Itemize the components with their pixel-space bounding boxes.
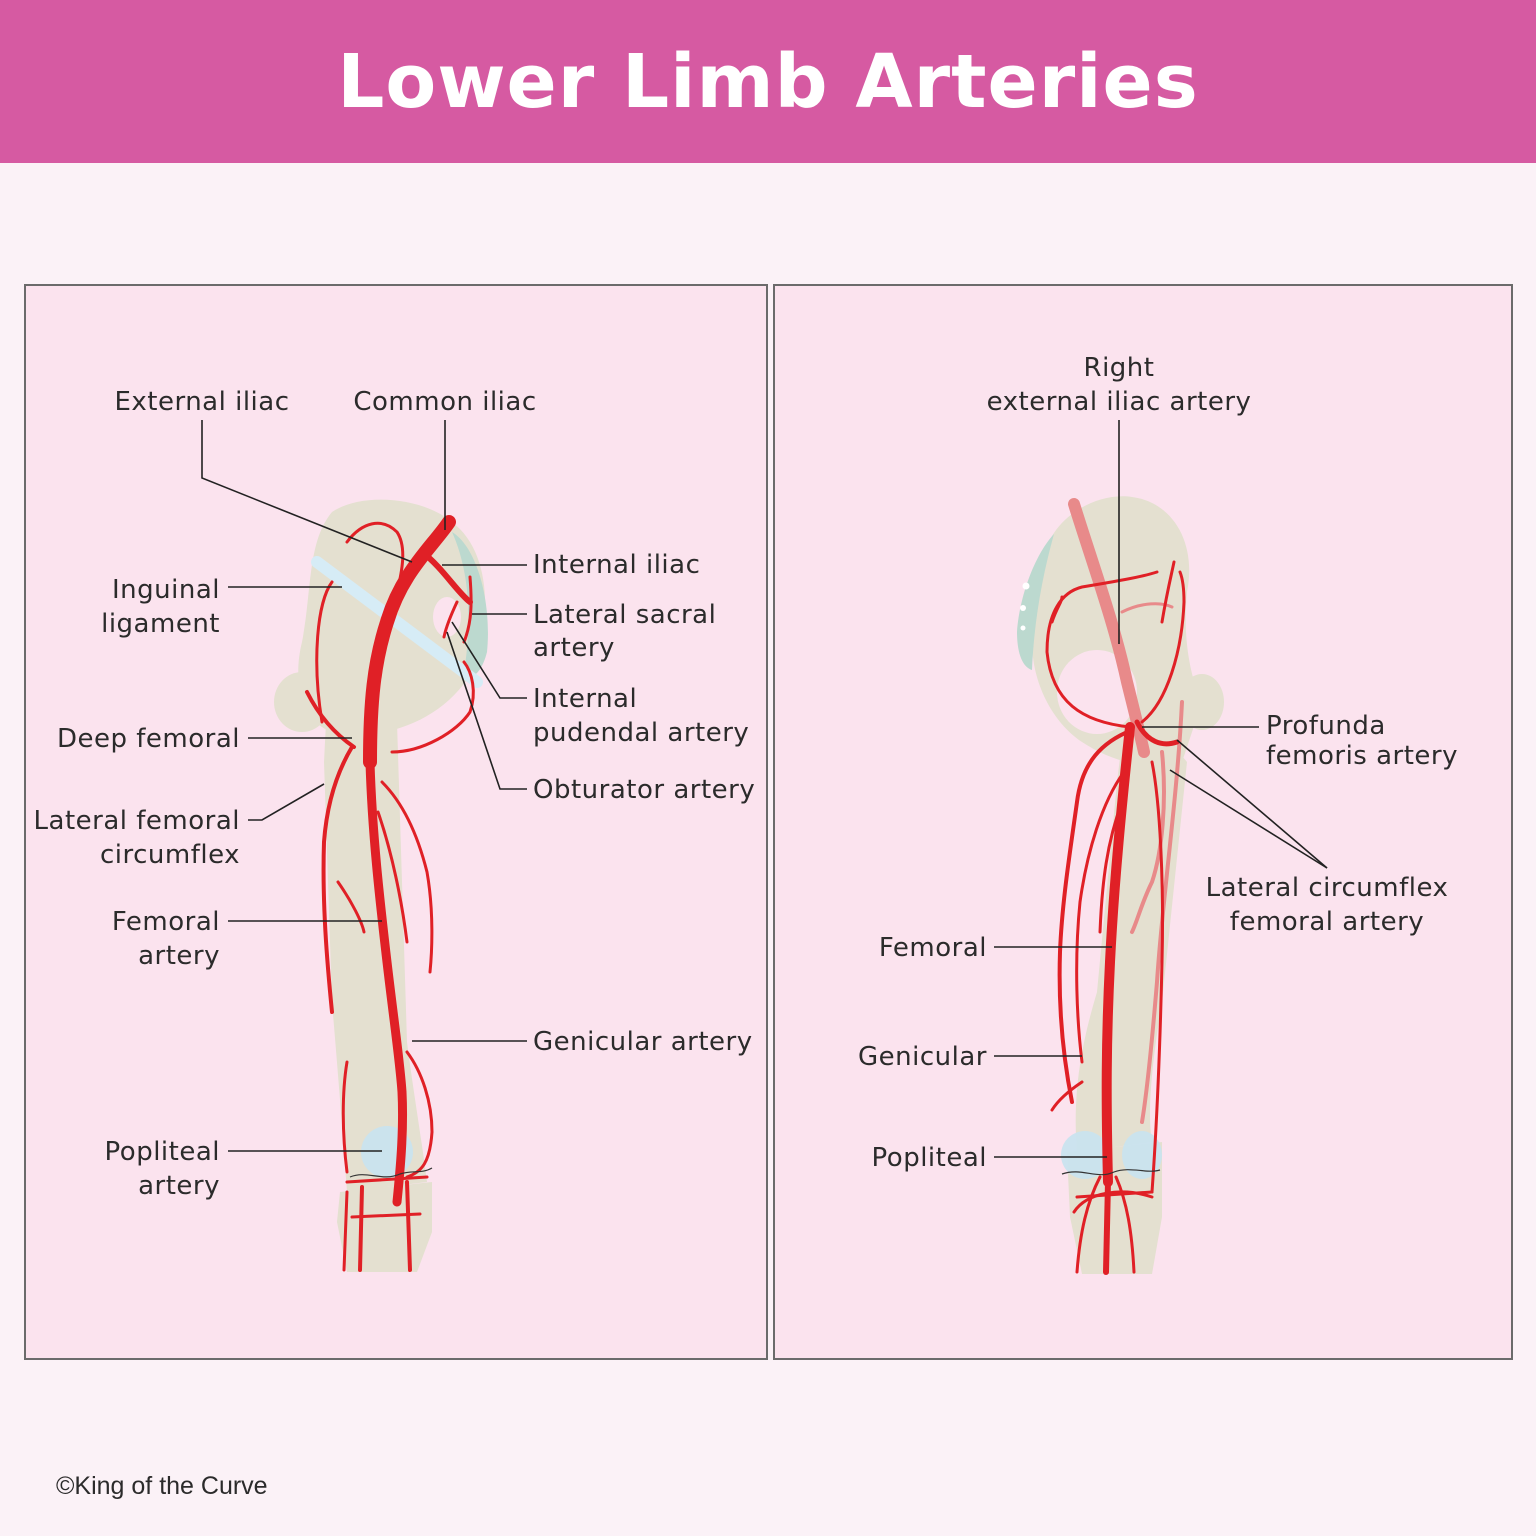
- label-profunda-femoris-line1: Profunda: [1266, 711, 1386, 741]
- right-leg-illustration: Right external iliac artery Profunda fem…: [775, 286, 1515, 1362]
- label-femoral: Femoral: [879, 933, 987, 963]
- label-common-iliac: Common iliac: [353, 387, 536, 417]
- label-popliteal-line2: artery: [138, 1171, 220, 1201]
- label-internal-pudendal-line1: Internal: [533, 684, 637, 714]
- label-lateral-sacral-line1: Lateral sacral: [533, 600, 716, 630]
- label-lateral-circumflex-line2: femoral artery: [1230, 907, 1424, 937]
- label-lateral-circumflex-line1: Lateral circumflex: [1206, 873, 1449, 903]
- label-genicular: Genicular: [858, 1042, 987, 1072]
- label-external-iliac: External iliac: [114, 387, 289, 417]
- label-femoral-artery-line2: artery: [138, 941, 220, 971]
- label-profunda-femoris-line2: femoris artery: [1266, 741, 1458, 771]
- label-popliteal: Popliteal: [872, 1143, 987, 1173]
- label-inguinal-ligament-line2: ligament: [101, 609, 220, 639]
- label-inguinal-ligament-line1: Inguinal: [112, 575, 220, 605]
- label-lateral-femoral-line1: Lateral femoral: [34, 806, 240, 836]
- label-right-external-iliac-line1: Right: [1084, 353, 1155, 383]
- label-obturator: Obturator artery: [533, 775, 755, 805]
- right-diagram-panel: Right external iliac artery Profunda fem…: [773, 284, 1513, 1360]
- label-deep-femoral: Deep femoral: [57, 724, 240, 754]
- label-lateral-femoral-line2: circumflex: [100, 840, 240, 870]
- page-title: Lower Limb Arteries: [337, 39, 1199, 125]
- left-leg-illustration: External iliac Common iliac Inguinal lig…: [26, 286, 770, 1362]
- label-internal-pudendal-line2: pudendal artery: [533, 718, 749, 748]
- label-internal-iliac: Internal iliac: [533, 550, 700, 580]
- title-banner: Lower Limb Arteries: [0, 0, 1536, 163]
- label-lateral-sacral-line2: artery: [533, 633, 615, 663]
- label-genicular-artery: Genicular artery: [533, 1027, 753, 1057]
- left-diagram-panel: External iliac Common iliac Inguinal lig…: [24, 284, 768, 1360]
- label-popliteal-line1: Popliteal: [105, 1137, 220, 1167]
- label-femoral-artery-line1: Femoral: [112, 907, 220, 937]
- copyright-credit: ©King of the Curve: [56, 1472, 268, 1501]
- label-right-external-iliac-line2: external iliac artery: [987, 387, 1252, 417]
